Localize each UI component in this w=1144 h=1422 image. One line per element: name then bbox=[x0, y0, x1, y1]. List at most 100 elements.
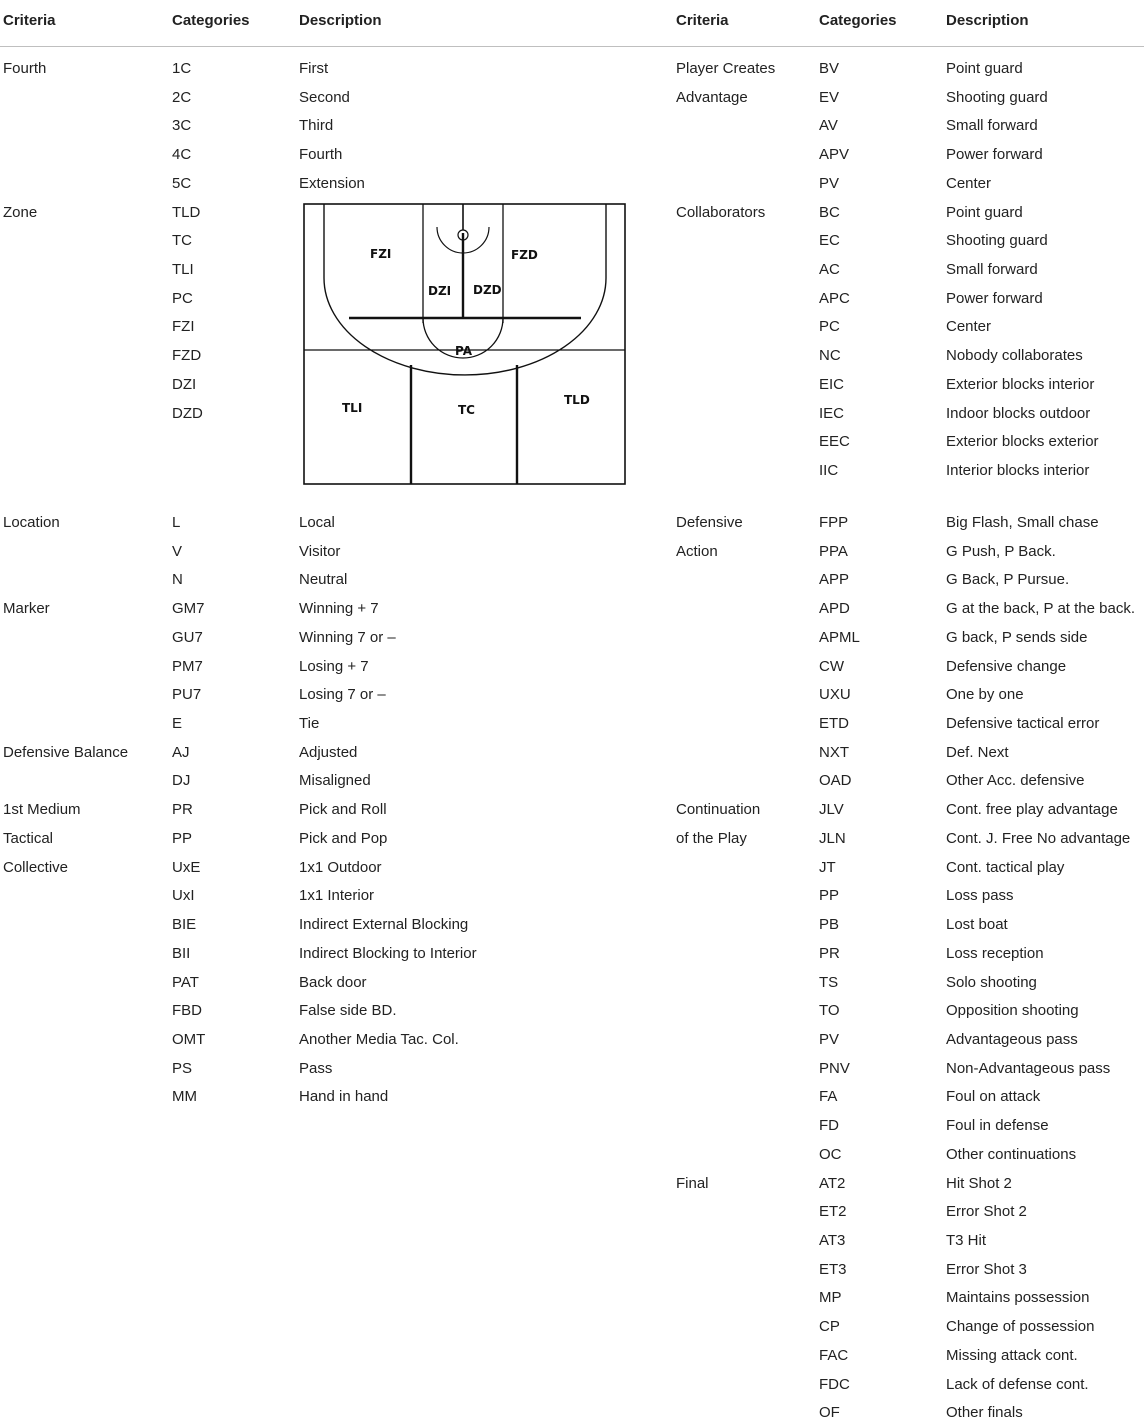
category-cell: PR bbox=[819, 944, 840, 962]
table-row: FZI bbox=[0, 306, 1144, 336]
description-cell: Foul in defense bbox=[946, 1117, 1049, 1135]
category-cell: PP bbox=[172, 829, 193, 847]
criteria-cell: Advantage bbox=[676, 88, 748, 106]
description-cell: Cont. J. Free No advantage bbox=[946, 829, 1131, 847]
description-cell: Point guard bbox=[946, 60, 1023, 77]
description-cell: Power forward bbox=[946, 289, 1043, 307]
description-cell: 1x1 Interior bbox=[299, 887, 375, 905]
description-cell: Loss pass bbox=[946, 887, 1014, 905]
description-cell: Center bbox=[946, 174, 992, 192]
description-cell: Solo shooting bbox=[946, 973, 1037, 991]
criteria-cell: Collective bbox=[3, 858, 69, 876]
category-cell: 2C bbox=[172, 88, 192, 106]
header-categories-right: Categories bbox=[819, 12, 897, 29]
criteria-cell: Location bbox=[3, 514, 60, 531]
description-cell: Missing attack cont. bbox=[946, 1346, 1078, 1364]
description-cell: Big Flash, Small chase bbox=[946, 514, 1099, 531]
description-cell: Nobody collaborates bbox=[946, 347, 1083, 365]
description-cell: Non-Advantageous pass bbox=[946, 1059, 1111, 1077]
description-cell: Fourth bbox=[299, 146, 343, 164]
category-cell: NXT bbox=[819, 743, 849, 761]
description-cell: Small forward bbox=[946, 117, 1038, 135]
description-cell: Visitor bbox=[299, 542, 341, 560]
category-cell: JLN bbox=[819, 829, 846, 847]
description-cell: Winning + 7 bbox=[299, 600, 379, 618]
zone-label-fzi: FZI bbox=[370, 247, 391, 261]
category-cell: CP bbox=[819, 1318, 840, 1336]
zone-label-tli: TLI bbox=[342, 401, 362, 415]
category-cell: 3C bbox=[172, 117, 192, 135]
table-header: Criteria Categories Description Criteria… bbox=[0, 0, 1144, 47]
category-cell: FAC bbox=[819, 1346, 849, 1364]
description-cell: Winning 7 or – bbox=[299, 628, 396, 646]
category-cell: CW bbox=[819, 657, 844, 675]
category-cell: TO bbox=[819, 1002, 840, 1020]
description-cell: Maintains possession bbox=[946, 1289, 1090, 1307]
description-cell: Foul on attack bbox=[946, 1088, 1041, 1106]
category-cell: APML bbox=[819, 628, 860, 646]
criteria-cell: Tactical bbox=[3, 829, 54, 847]
category-cell: OF bbox=[819, 1404, 840, 1422]
criteria-cell: Defensive bbox=[676, 514, 743, 531]
category-cell: PNV bbox=[819, 1059, 850, 1077]
description-cell: Point guard bbox=[946, 203, 1023, 221]
category-cell: OAD bbox=[819, 772, 852, 790]
category-cell: IEC bbox=[819, 404, 845, 422]
category-cell: FBD bbox=[172, 1002, 202, 1020]
category-cell: AT2 bbox=[819, 1174, 846, 1192]
category-cell: APP bbox=[819, 571, 850, 589]
zone-label-pa: PA bbox=[455, 344, 473, 358]
zone-label-dzi: DZI bbox=[428, 284, 451, 298]
description-cell: Indirect Blocking to Interior bbox=[299, 944, 477, 962]
category-cell: FZI bbox=[172, 318, 195, 336]
description-cell: G at the back, P at the back. bbox=[946, 600, 1136, 618]
description-cell: Losing + 7 bbox=[299, 657, 369, 675]
category-cell: OMT bbox=[172, 1030, 206, 1048]
zone-label-dzd: DZD bbox=[473, 283, 502, 297]
criteria-cell: Action bbox=[676, 542, 718, 560]
description-cell: Advantageous pass bbox=[946, 1030, 1078, 1048]
category-cell: EEC bbox=[819, 433, 850, 451]
category-cell: GM7 bbox=[172, 600, 205, 618]
description-cell: Shooting guard bbox=[946, 232, 1048, 250]
category-cell: PS bbox=[172, 1059, 193, 1077]
criteria-cell: Fourth bbox=[3, 60, 47, 77]
description-cell: Defensive tactical error bbox=[946, 715, 1100, 733]
criteria-cell: Zone bbox=[3, 203, 38, 221]
court-zone-diagram: FZI FZD DZI DZD PA TLI TC TLD bbox=[303, 203, 626, 485]
category-cell: PC bbox=[819, 318, 840, 336]
description-cell: Indirect External Blocking bbox=[299, 916, 469, 934]
criteria-cell: Player Creates bbox=[676, 60, 776, 77]
category-cell: L bbox=[172, 514, 181, 531]
description-cell: Extension bbox=[299, 174, 365, 192]
category-cell: V bbox=[172, 542, 183, 560]
